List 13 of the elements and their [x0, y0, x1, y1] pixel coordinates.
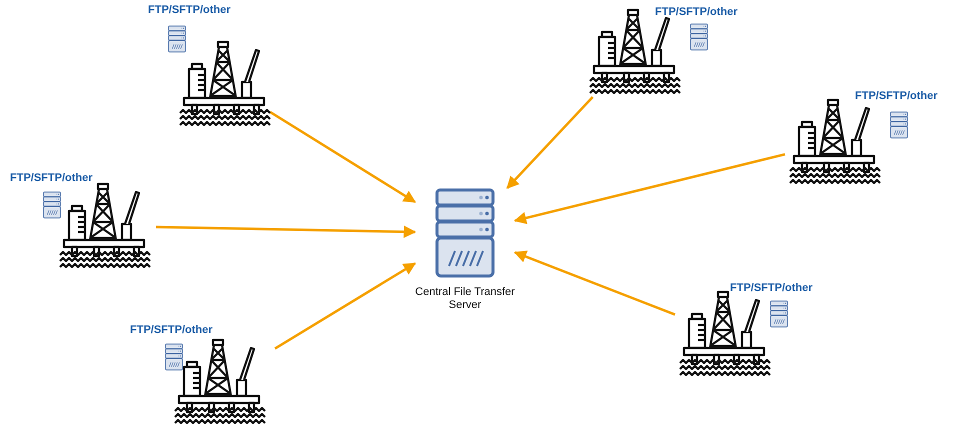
- protocol-label: FTP/SFTP/other: [10, 172, 92, 185]
- arrow: [156, 226, 416, 238]
- arrow: [506, 96, 594, 189]
- arrow: [514, 250, 676, 316]
- arrow: [274, 262, 416, 350]
- protocol-label: FTP/SFTP/other: [148, 4, 230, 17]
- protocol-label: FTP/SFTP/other: [130, 324, 212, 337]
- arrow: [514, 153, 786, 224]
- protocol-label: FTP/SFTP/other: [655, 6, 738, 19]
- server-caption: Central File Transfer Server: [415, 286, 515, 312]
- protocol-label: FTP/SFTP/other: [730, 282, 812, 295]
- protocol-label: FTP/SFTP/other: [855, 90, 938, 103]
- arrow: [269, 110, 416, 204]
